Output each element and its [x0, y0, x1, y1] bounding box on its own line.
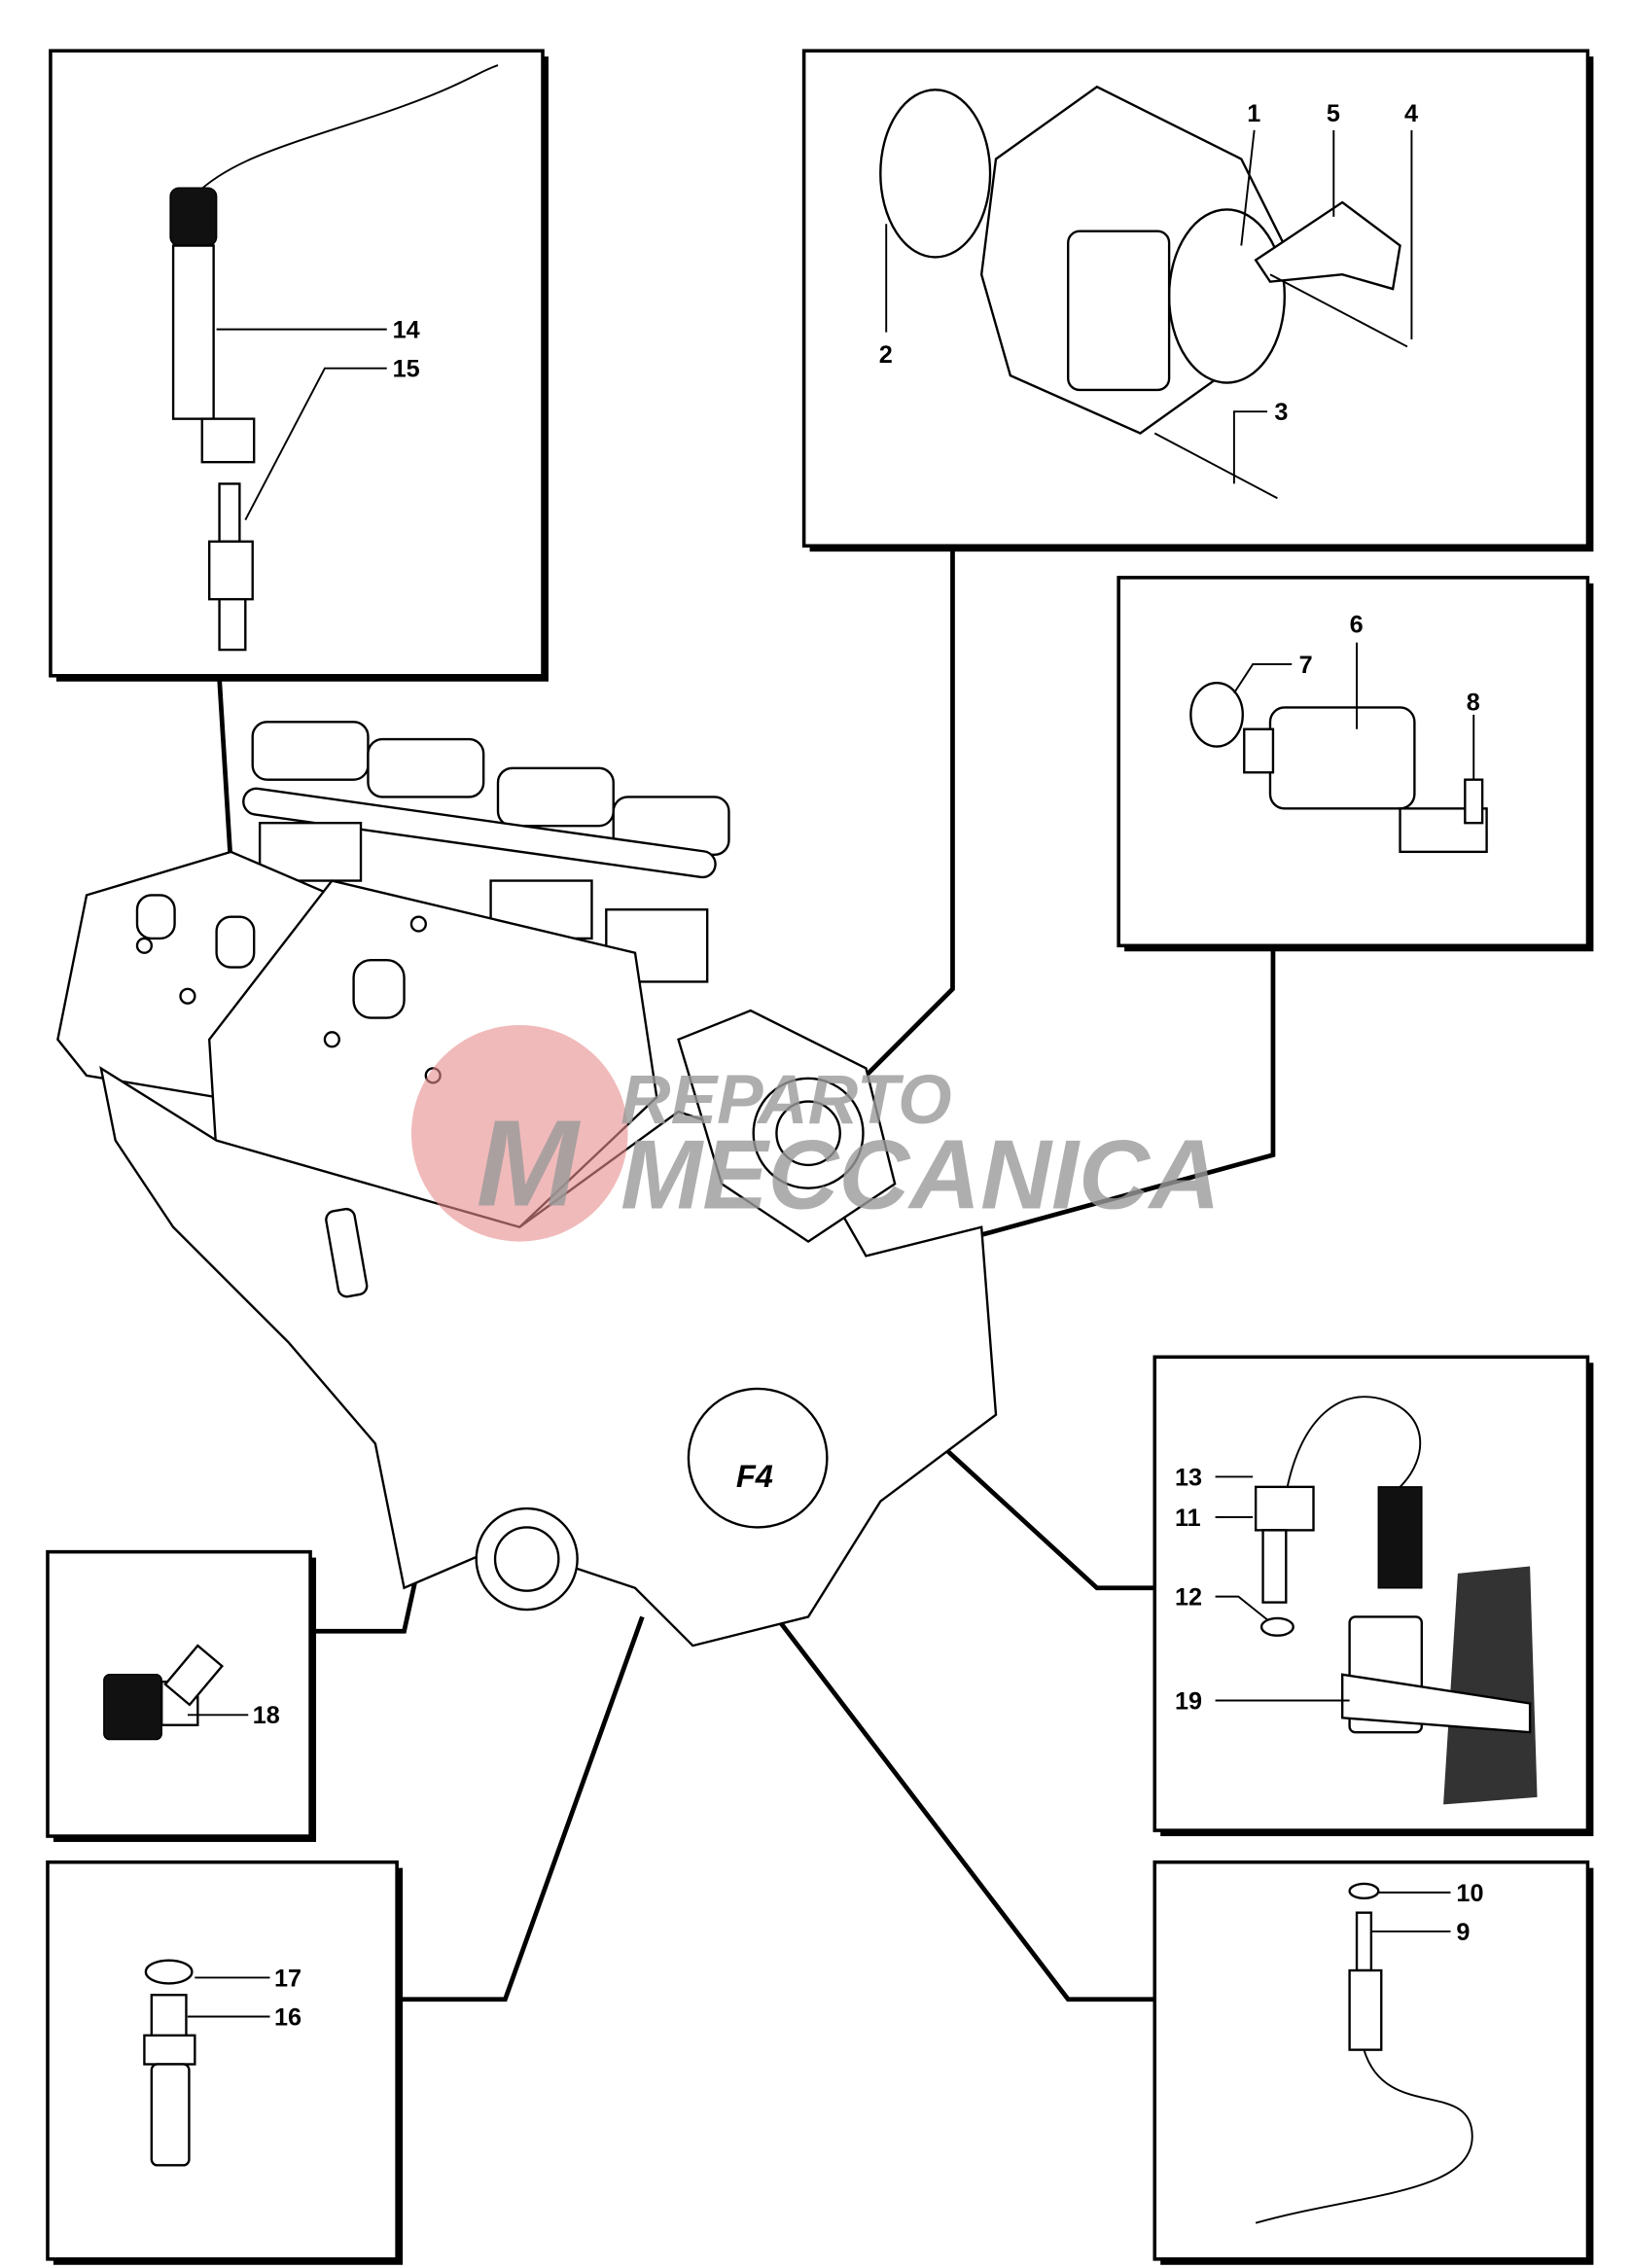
svg-text:REPARTO: REPARTO [620, 1062, 951, 1139]
callout-17: 17 [274, 1965, 301, 1992]
callout-11: 11 [1175, 1505, 1201, 1532]
throttle-bodies [242, 721, 730, 983]
panel-oil-pressure-switch: 17 16 [46, 1860, 404, 2265]
callout-5: 5 [1327, 100, 1340, 127]
panel-pickup-sensor: 13 11 12 19 [1152, 1355, 1594, 1837]
callout-2: 2 [879, 341, 893, 369]
callout-3: 3 [1274, 399, 1288, 426]
callout-19: 19 [1175, 1687, 1202, 1715]
svg-text:M: M [477, 1094, 582, 1231]
callout-8: 8 [1467, 689, 1480, 716]
panel-starter-motor: 6 7 8 [1117, 576, 1594, 952]
callout-18: 18 [253, 1702, 280, 1729]
callout-7: 7 [1299, 652, 1313, 679]
callout-16: 16 [274, 2003, 301, 2031]
callout-1: 1 [1247, 100, 1260, 127]
callout-9: 9 [1456, 1919, 1470, 1946]
watermark-logo: M REPARTO MECCANICA [410, 1024, 1221, 1242]
callout-6: 6 [1350, 611, 1364, 638]
panel-lambda-sensor: 10 9 [1152, 1860, 1594, 2265]
callout-15: 15 [393, 356, 420, 383]
panel-temp-sensor: 18 [46, 1549, 317, 1842]
callout-4: 4 [1404, 100, 1418, 127]
engine-block: F4 [56, 721, 998, 1648]
callout-13: 13 [1175, 1464, 1202, 1491]
engine-badge: F4 [736, 1458, 773, 1494]
svg-text:MECCANICA: MECCANICA [620, 1120, 1221, 1229]
callout-14: 14 [393, 317, 420, 344]
panel-spark-plug: 14 15 [49, 49, 549, 682]
callout-12: 12 [1175, 1584, 1202, 1612]
panel-alternator: 1 5 4 2 3 [801, 49, 1594, 552]
leader-lines [217, 549, 1276, 2002]
callout-10: 10 [1456, 1880, 1483, 1907]
